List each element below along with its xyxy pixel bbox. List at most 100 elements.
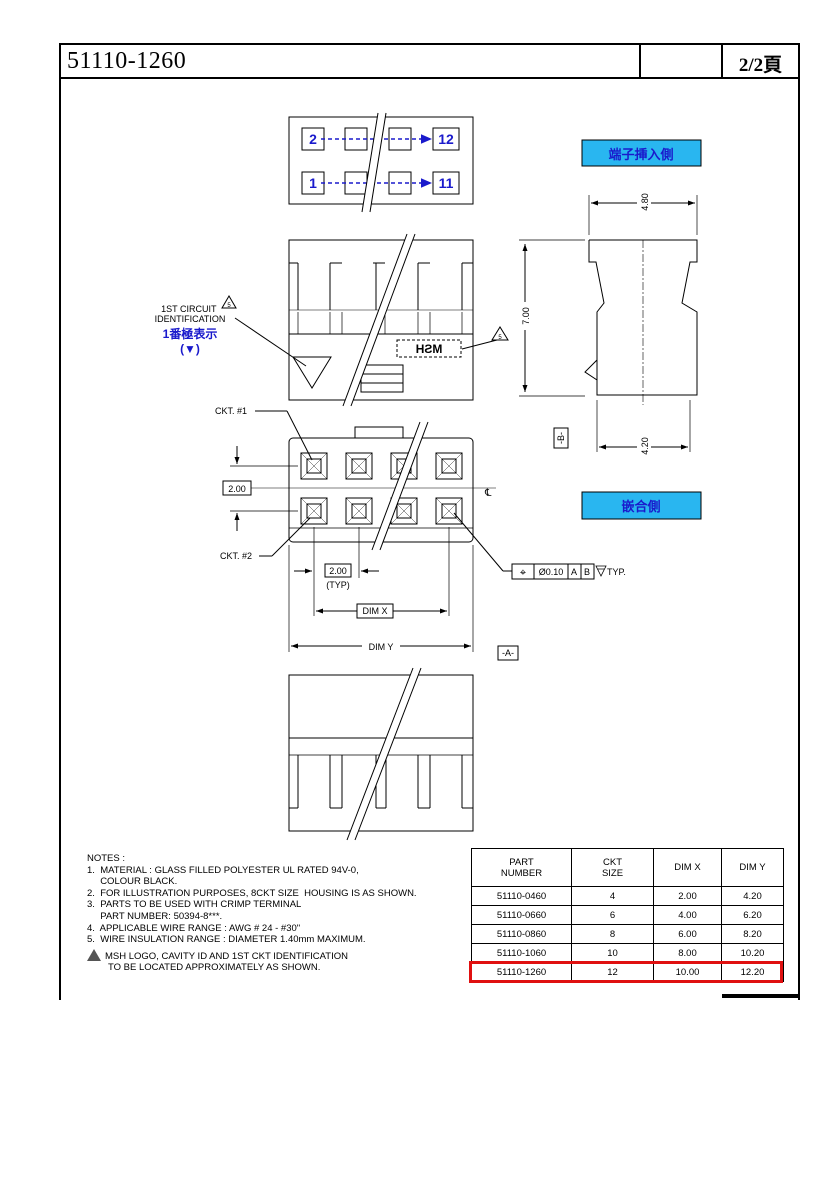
- first-circuit-triangle: [292, 356, 332, 389]
- dim-y-label: DIM Y: [369, 642, 394, 652]
- note-line: 4. APPLICABLE WIRE RANGE : AWG # 24 - #3…: [87, 922, 301, 934]
- break-line: [371, 421, 421, 551]
- note-flag-number: 5: [227, 303, 231, 309]
- mating-face-view: ℄ 2.00 CKT. #1 CKT. #2 2.00 (TYP) DIM X: [215, 406, 626, 661]
- cell-ckt-size: 8: [571, 924, 654, 944]
- dim-row-pitch: 2.00: [228, 484, 246, 494]
- flag-note-line: MSH LOGO, CAVITY ID AND 1ST CKT IDENTIFI…: [87, 948, 417, 963]
- cell-dim-x: 4.00: [653, 905, 722, 925]
- note-line: COLOUR BLACK.: [87, 876, 178, 888]
- cell-dim-y: 10.20: [721, 943, 784, 963]
- table-row: 51110-1060 10 8.00 10.20: [471, 943, 784, 963]
- cavity-grid: [300, 452, 463, 525]
- title-part-number: 51110-1260: [67, 48, 187, 74]
- cell-part-number: 51110-0460: [471, 886, 572, 906]
- gdt-frame: ⌖ Ø0.10 A B TYP.: [511, 563, 626, 580]
- title-divider: [721, 45, 723, 77]
- notes-heading: NOTES :: [87, 853, 126, 864]
- title-divider: [639, 45, 641, 77]
- cavity-label: 12: [438, 131, 454, 147]
- datum-b: -B-: [556, 432, 566, 444]
- break-gap: [343, 234, 415, 406]
- leader-line: [286, 410, 313, 461]
- first-circuit-label-cn: 1番極表示: [163, 326, 218, 341]
- first-circuit-label-en: 1ST CIRCUIT IDENTIFICATION: [155, 304, 226, 324]
- header-part-line2: NUMBER: [500, 867, 543, 879]
- terminal-side-label-box: [581, 139, 702, 167]
- bottom-view: [288, 667, 474, 841]
- note-flag-icon: [221, 295, 237, 309]
- break-line: [350, 233, 416, 407]
- top-view: 2 12 1 11: [288, 112, 474, 213]
- drawing-sheet: 51110-1260 2/2頁: [59, 43, 800, 1000]
- table-row: 51110-0460 4 2.00 4.20: [471, 886, 784, 906]
- dim-col-pitch-note: (TYP): [326, 580, 350, 590]
- header-part-line1: PART: [509, 856, 534, 868]
- cell-dim-y: 4.20: [721, 886, 784, 906]
- msh-logo-box: [396, 339, 462, 358]
- centerline-symbol: ℄: [484, 488, 492, 499]
- col-pitch-box: [324, 563, 352, 578]
- cell-ckt-size: 4: [571, 886, 654, 906]
- row-pitch-box: [222, 480, 252, 496]
- break-gap: [362, 113, 386, 212]
- cell-part-number: 51110-0660: [471, 905, 572, 925]
- all-around-icon: [595, 565, 607, 577]
- cell-ckt-size: 10: [571, 943, 654, 963]
- note-line: 5. WIRE INSULATION RANGE : DIAMETER 1.40…: [87, 934, 366, 946]
- title-block: 51110-1260 2/2頁: [61, 45, 798, 79]
- ckt2-label: CKT. #2: [220, 551, 252, 561]
- note-line: PART NUMBER: 50394-8***.: [87, 910, 223, 922]
- first-circuit-label-line2: IDENTIFICATION: [155, 314, 226, 324]
- cell-dim-x: 6.00: [653, 924, 722, 944]
- dim-x-label: DIM X: [362, 606, 387, 616]
- cell-ckt-size: 6: [571, 905, 654, 925]
- flag-note-text: MSH LOGO, CAVITY ID AND 1ST CKT IDENTIFI…: [105, 950, 348, 962]
- page-number: 2/2頁: [738, 55, 783, 76]
- first-circuit-label-line1: 1ST CIRCUIT: [161, 304, 217, 314]
- cell-dim-x: 2.00: [653, 886, 722, 906]
- cavity-label: 11: [439, 175, 454, 191]
- cell-dim-y: 8.20: [721, 924, 784, 944]
- leader-line: [271, 517, 311, 557]
- table-header: DIM Y: [721, 848, 784, 887]
- cell-part-number: 51110-1060: [471, 943, 572, 963]
- datum-b-box: [553, 427, 569, 449]
- header-ckt-line2: SIZE: [601, 867, 624, 879]
- gdt-tolerance: Ø0.10: [539, 567, 564, 577]
- first-circuit-callout: 1ST CIRCUIT IDENTIFICATION 5 1番極表示 (▼): [155, 295, 307, 367]
- row-highlight-box: [469, 961, 783, 983]
- note-flag-number: 5: [498, 335, 502, 341]
- note-flag-icon: [87, 948, 101, 961]
- leader-line: [453, 512, 504, 572]
- datum-a: -A-: [502, 648, 514, 658]
- break-line: [361, 112, 379, 213]
- note-line: 3. PARTS TO BE USED WITH CRIMP TERMINAL: [87, 899, 302, 911]
- datum-a-box: [497, 645, 519, 661]
- notes-block: NOTES : 1. MATERIAL : GLASS FILLED POLYE…: [87, 853, 417, 974]
- mating-side-label: 嵌合側: [621, 499, 660, 514]
- cavity-label: 1: [309, 175, 317, 191]
- cell-dim-y: 6.20: [721, 905, 784, 925]
- leader-line: [234, 317, 307, 367]
- mating-side-label-box: [581, 491, 702, 520]
- ckt1-label: CKT. #1: [215, 406, 247, 416]
- first-circuit-symbol: (▼): [180, 342, 200, 356]
- note-flag-icon: [491, 326, 509, 341]
- leader-line: [461, 339, 498, 350]
- front-view: MSH 5: [288, 233, 509, 407]
- dim-x-box: [356, 603, 394, 619]
- gdt-suffix: TYP.: [607, 567, 626, 577]
- cavity-label: 2: [309, 131, 317, 147]
- note-line: 1. MATERIAL : GLASS FILLED POLYESTER UL …: [87, 864, 359, 876]
- break-line: [369, 112, 387, 213]
- break-line: [346, 667, 414, 841]
- dim-col-pitch: 2.00: [329, 566, 347, 576]
- table-row: 51110-0660 6 4.00 6.20: [471, 905, 784, 925]
- gdt-datum-a: A: [571, 567, 577, 577]
- sheet-corner-bar: [722, 994, 798, 998]
- break-line: [342, 233, 408, 407]
